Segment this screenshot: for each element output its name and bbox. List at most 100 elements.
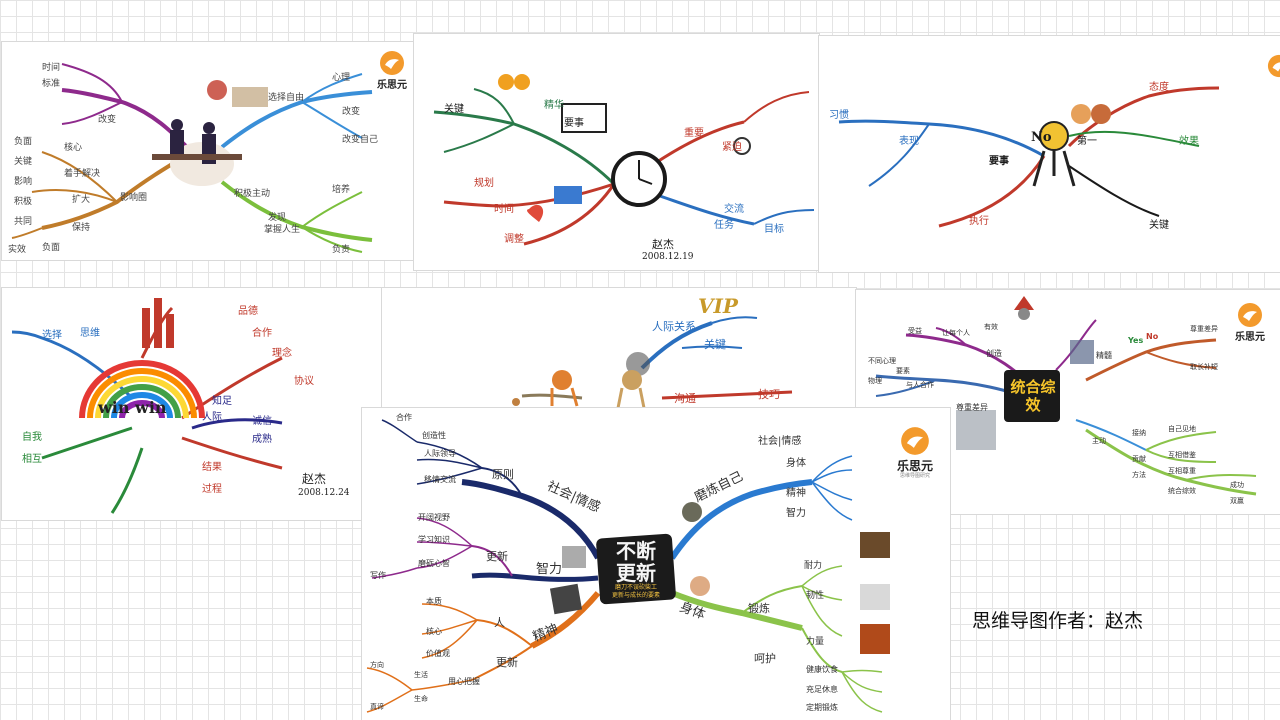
central-title-line1: 不断 [616,539,656,563]
leaf: 定期锻炼 [806,703,838,712]
label: 技巧 [758,388,780,401]
leaf: 智力 [786,508,806,519]
bird-logo-icon [1238,303,1262,327]
label: 改变 [342,107,361,117]
branch-intellect: 智力 [536,562,563,577]
branch-intellect-sub: 更新 [486,550,508,563]
label: 交流 [724,204,744,215]
branch-social-sub: 原则 [492,468,514,481]
label: 态度 [1149,82,1169,93]
label: 尊重差异 [1190,325,1218,333]
label: 重要 [684,128,704,139]
label: 思维 [80,328,100,339]
label: 让每个人 [942,329,970,337]
mindmap-top-left-drawing [11,63,373,253]
leaf: 核心 [426,627,442,636]
label: 目标 [764,224,784,235]
logo [1267,54,1280,106]
panel-top-left-labels: 改变 影响圈 核心 着手解决 扩大 保持 时间 标准 负面 关键 影响 积极 共… [2,42,414,260]
label: 影响圈 [120,193,148,203]
leaf: 耐力 [804,561,823,571]
mindmap-panel-top-right: 习惯 表现 要事 No 第一 态度 执行 效果 关键 [819,36,1280,272]
label: 实效 [8,245,27,255]
leaf: 磨砺心智 [418,559,450,568]
branch-spirit-sub1: 人 [494,616,505,629]
branch-social: 社会|情感 [544,479,603,516]
mindmap-panel-mid-left: win win 选择 思维 品德 合作 理念 人际 诚信 成熟 知足 协议 结果… [2,288,382,520]
mindmap-top-middle-drawing [433,74,815,246]
logo-text: 乐思元 [1235,332,1265,343]
leaf: 健康饮食 [806,665,838,674]
branch-spirit-sub2: 更新 [496,656,518,669]
center-label: 统合综效 [1010,378,1056,414]
label: 负面 [42,243,61,253]
label: 紧迫 [722,142,742,153]
label: 贡献 [1132,455,1146,463]
label: 发现 [268,213,287,223]
label: 规划 [474,178,494,189]
label: 诚信 [252,416,272,427]
date: 2008.12.19 [642,252,694,262]
center-label: win win [98,398,167,417]
mindmap-main-drawing [366,419,890,713]
label: 时间 [42,63,61,73]
label: 负面 [14,137,33,147]
label: 关键 [704,338,726,351]
branch-self: 磨炼自己 [692,469,746,506]
label: 负责 [332,245,351,255]
central-subtitle-2: 更新与成长的要素 [611,592,660,599]
label: 互相借鉴 [1168,451,1196,459]
panel-top-right-labels: 习惯 表现 要事 No 第一 态度 执行 效果 关键 [819,36,1280,272]
label: 选择自由 [268,93,305,103]
label: 成功 [1230,481,1244,489]
label: 互相尊重 [1168,467,1196,475]
panel-top-middle-labels: 精华 关键 要事 重要 紧迫 规划 时间 调整 交流 任务 目标 赵杰 2008… [414,34,819,270]
mindmap-mid-center-drawing [512,316,793,409]
bird-logo-icon [901,427,929,455]
leaf: 生命 [414,695,428,703]
label: 调整 [504,234,524,245]
label: 沟通 [674,392,696,405]
panel-mid-center-labels: VIP 人际关系 关键 沟通 技巧 [382,288,856,410]
label: 效果 [1179,136,1199,147]
label: 受益 [908,327,922,335]
label: 共同 [14,217,33,227]
branch-body-sub2: 呵护 [754,652,776,665]
label: 尊重差异 [956,403,988,412]
central-title: 不断 更新 磨刀不误砍柴工 更新与成长的要素 [600,540,672,600]
branch-spirit: 精神 [530,621,561,646]
leaf: 本质 [426,597,442,606]
label: 有效 [984,323,998,331]
label: 精髓 [1096,351,1112,360]
author: 赵杰 [302,472,327,486]
mindmap-mid-right-drawing [875,296,1257,496]
label: 积极 [14,197,33,207]
logo: 乐思元 [372,50,412,102]
label: 习惯 [829,110,849,121]
label: 理念 [272,348,292,359]
label: 积极主动 [234,189,271,199]
label: 表现 [899,136,919,147]
panel-mid-right-labels: 统合综效 受益 让每个人 有效 不同心理 尊重差异 创造 精髓 Yes No 尊… [856,290,1280,514]
label: 培养 [332,185,351,195]
label: 相互 [22,454,42,465]
label: 取长补短 [1190,363,1218,371]
mindmap-panel-top-left: 改变 影响圈 核心 着手解决 扩大 保持 时间 标准 负面 关键 影响 积极 共… [2,42,414,260]
label: 影响 [14,177,33,187]
label: 保持 [72,223,91,233]
label: 核心 [64,143,83,153]
label: 关键 [444,104,464,115]
bird-logo-icon [380,51,404,75]
central-title-line2: 更新 [616,561,656,585]
mindmap-top-right-drawing [838,86,1220,228]
leaf: 移情交流 [424,475,456,484]
label: 着手解决 [64,169,101,179]
label: 人际关系 [652,320,696,333]
label: 接纳 [1132,429,1146,437]
leaf: 生活 [414,671,428,679]
label: 双赢 [1230,497,1244,505]
label: 主动 [1092,437,1106,445]
leaf: 合作 [396,413,412,422]
leaf: 写作 [370,571,386,580]
no-badge: No [1031,130,1052,145]
